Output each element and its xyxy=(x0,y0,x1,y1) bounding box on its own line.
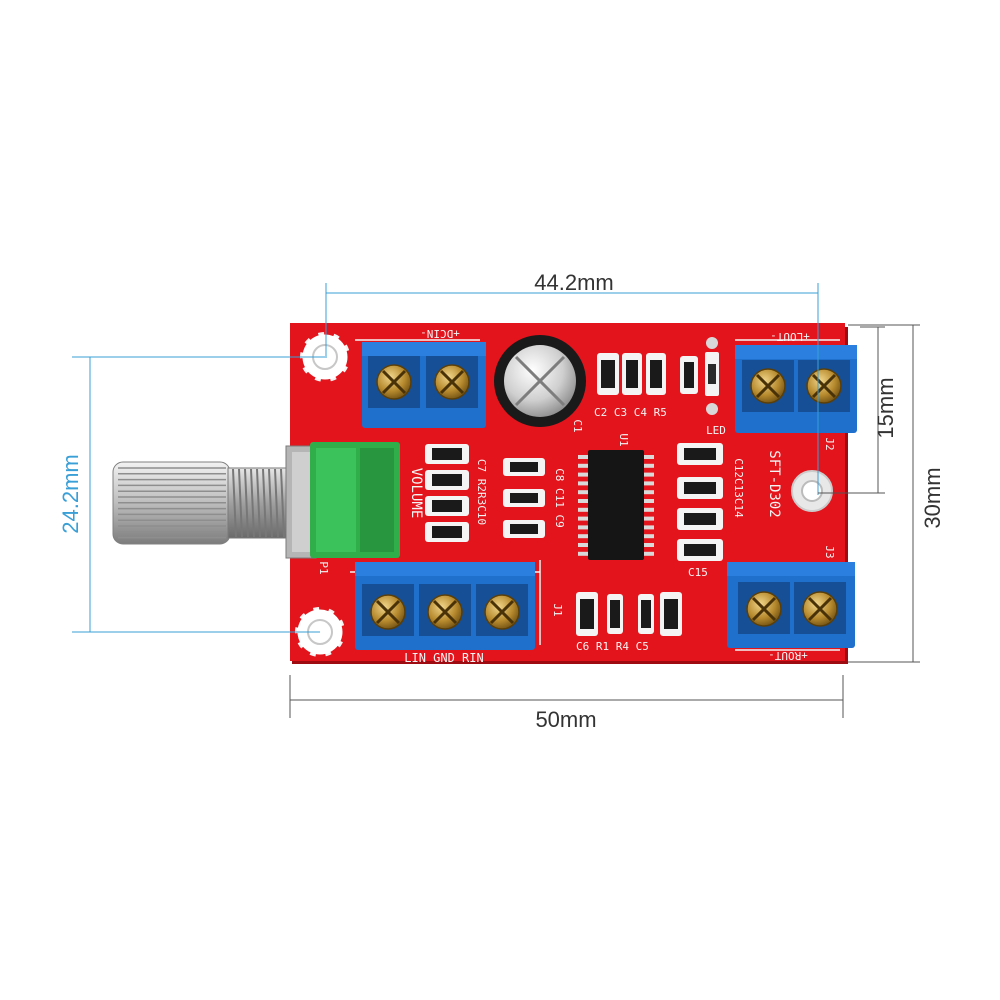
capacitor-icon xyxy=(494,335,586,427)
label-u1: U1 xyxy=(617,433,630,446)
shaft-thread xyxy=(244,468,249,538)
label-c1: C1 xyxy=(571,419,584,432)
chip-pin xyxy=(642,490,654,495)
chip-pin xyxy=(578,463,590,468)
label-j3: J3 xyxy=(823,545,836,558)
silkscreen-text: +DCIN- +LOUT- +ROUT- SFT-D302 VOLUME LED… xyxy=(317,327,836,665)
terminal-dcin xyxy=(362,342,486,428)
chip-icon xyxy=(578,450,654,560)
chip-pin xyxy=(642,455,654,459)
label-c15: C15 xyxy=(688,566,708,579)
label-bottom-caps: C6 R1 R4 C5 xyxy=(576,640,649,653)
chip-pin xyxy=(578,490,590,495)
chip-pin xyxy=(642,534,654,539)
chip-pin xyxy=(642,463,654,468)
chip-pin xyxy=(578,516,590,521)
shaft-thread xyxy=(256,468,261,538)
dim-left-height: 24.2mm xyxy=(58,454,83,533)
label-p1: P1 xyxy=(317,561,330,574)
label-mid-caps: C8 C11 C9 xyxy=(553,468,566,528)
chip-pin xyxy=(642,543,654,547)
terminal-lout xyxy=(735,345,857,433)
shaft-thread xyxy=(262,468,267,538)
dimension-right-inner: 15mm xyxy=(818,326,898,494)
mount-hole-right xyxy=(791,470,833,512)
shaft-thread xyxy=(268,468,273,538)
terminal-rout xyxy=(727,562,855,648)
chip-pin xyxy=(578,534,590,539)
chip-pin xyxy=(578,551,590,556)
dimension-bottom: 50mm xyxy=(289,675,844,732)
shaft-thread xyxy=(250,468,255,538)
label-led: LED xyxy=(706,424,726,437)
label-lout: +LOUT- xyxy=(770,330,810,343)
shaft-thread xyxy=(238,468,243,538)
screw-icon xyxy=(746,591,782,627)
screw-icon xyxy=(750,368,786,404)
chip-pin xyxy=(578,455,590,459)
chip-pin xyxy=(642,525,654,530)
smd-mid-column xyxy=(503,458,545,538)
screw-icon xyxy=(806,368,842,404)
label-dcin: +DCIN- xyxy=(420,327,460,340)
label-rout: +ROUT- xyxy=(768,649,808,662)
chip-pin xyxy=(642,481,654,486)
dim-right-inner-height: 15mm xyxy=(873,377,898,438)
chip-pin xyxy=(642,472,654,477)
screw-icon xyxy=(484,594,520,630)
chip-pin xyxy=(578,543,590,547)
screw-icon xyxy=(427,594,463,630)
label-input-pins: LIN GND RIN xyxy=(404,651,483,665)
shaft-thread xyxy=(274,468,279,538)
chip-pin xyxy=(578,481,590,486)
shaft-thread xyxy=(280,468,285,538)
dim-bottom-width: 50mm xyxy=(535,707,596,732)
chip-pin xyxy=(578,507,590,512)
smd-left-column xyxy=(425,444,469,542)
label-volume: VOLUME xyxy=(408,468,424,519)
potentiometer-icon xyxy=(112,442,400,559)
chip-pin xyxy=(642,551,654,556)
label-j2: J2 xyxy=(823,437,836,450)
smd-right-column xyxy=(677,443,723,561)
dimension-left: 24.2mm xyxy=(58,356,325,633)
dimension-top: 44.2mm xyxy=(325,270,819,495)
smd-bottom-row xyxy=(576,592,682,636)
screw-icon xyxy=(802,591,838,627)
chip-pin xyxy=(578,499,590,503)
label-j1: J1 xyxy=(551,603,564,616)
chip-pin xyxy=(642,499,654,503)
screw-icon xyxy=(376,364,412,400)
terminal-input-j1 xyxy=(355,562,535,650)
label-left-caps: C7 R2R3C10 xyxy=(475,459,488,525)
dim-right-outer-height: 30mm xyxy=(920,467,945,528)
chip-pin xyxy=(578,525,590,530)
chip-pin xyxy=(642,507,654,512)
label-top-caps: C2 C3 C4 R5 xyxy=(594,406,667,419)
screw-icon xyxy=(434,364,470,400)
chip-pin xyxy=(578,472,590,477)
dimension-right-outer: 30mm xyxy=(848,324,945,663)
dim-top-width: 44.2mm xyxy=(534,270,613,295)
smd-top-row xyxy=(597,337,719,415)
pcb-board: +DCIN- +LOUT- +ROUT- SFT-D302 VOLUME LED… xyxy=(290,323,857,665)
chip-pin xyxy=(642,516,654,521)
label-model: SFT-D302 xyxy=(766,450,782,517)
shaft-thread xyxy=(232,468,237,538)
label-right-caps: C12C13C14 xyxy=(732,458,745,518)
screw-icon xyxy=(370,594,406,630)
